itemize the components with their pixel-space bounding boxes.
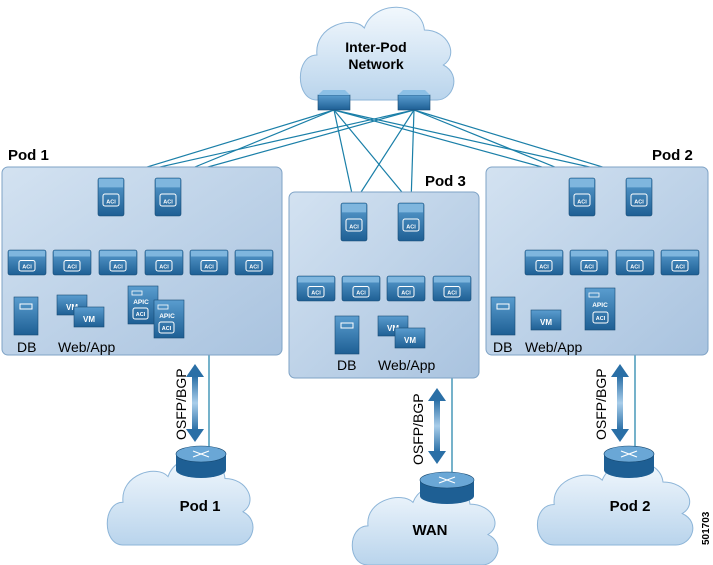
pod1-spine-switch-1: ACI	[97, 177, 125, 217]
ipn-spine-link	[333, 109, 355, 204]
aci-badge: ACI	[584, 265, 594, 271]
svg-text:APIC: APIC	[133, 299, 149, 306]
svg-text:VM: VM	[66, 303, 78, 312]
ipn-spine-link	[333, 109, 412, 204]
figure-id: 501703	[701, 511, 712, 545]
pod2-leaf-switch-4: ACI	[660, 249, 700, 276]
svg-text:ACI: ACI	[162, 326, 172, 332]
pod1-leaf-switch-3: ACI	[98, 249, 138, 276]
pod2-vm	[530, 309, 562, 331]
pod1-vm-stack: VM VM	[56, 294, 105, 328]
pod1-leaf-switch-1: ACI	[7, 249, 47, 276]
aci-badge: ACI	[67, 265, 77, 271]
aci-badge: ACI	[22, 265, 32, 271]
pod2-leaf-switch-3: ACI	[615, 249, 655, 276]
pod3-spine-switch-1: ACI	[340, 202, 368, 242]
pod2-db-label: DB	[493, 339, 512, 355]
pod3-webapp-label: Web/App	[378, 357, 436, 373]
pod3-vm-stack: VM VM	[377, 315, 426, 349]
protocol-label-pod1: OSFP/BGP	[173, 368, 189, 440]
ipn-label-line1: Inter-Pod	[345, 39, 406, 55]
ipn-cloud	[299, 6, 455, 101]
pod3-leaf-switch-1: ACI	[296, 275, 336, 302]
pod1-webapp-label: Web/App	[58, 339, 116, 355]
ipn-spine-link	[410, 109, 415, 204]
aci-badge: ACI	[204, 265, 214, 271]
svg-text:VM: VM	[404, 336, 416, 345]
aci-badge: ACI	[577, 199, 587, 205]
pod3-leaf-switch-2: ACI	[341, 275, 381, 302]
pod3-leaf-switch-4: ACI	[432, 275, 472, 302]
pod2-db-server	[490, 296, 516, 336]
ext-wan-router	[419, 471, 475, 504]
ext-wan-label: WAN	[413, 522, 448, 539]
pod1-spine-switch-2: ACI	[154, 177, 182, 217]
pod1-apic-stack: APIC ACI APIC ACI	[127, 285, 185, 339]
aci-badge: ACI	[539, 265, 549, 271]
pod2-webapp-label: Web/App	[525, 339, 583, 355]
ipn-label-line2: Network	[348, 56, 403, 72]
ext-pod2-router	[603, 445, 655, 478]
pod1-leaf-switch-5: ACI	[189, 249, 229, 276]
pod2-label: Pod 2	[652, 147, 693, 164]
aci-badge: ACI	[311, 291, 321, 297]
aci-badge: ACI	[630, 265, 640, 271]
aci-badge: ACI	[675, 265, 685, 271]
ipn-switch-1	[317, 90, 351, 111]
protocol-label-pod2: OSFP/BGP	[593, 368, 609, 440]
pod3-label: Pod 3	[425, 173, 466, 190]
pod3-db-label: DB	[337, 357, 356, 373]
pod1-db-server	[13, 296, 39, 336]
aci-badge: ACI	[113, 265, 123, 271]
protocol-label-wan: OSFP/BGP	[410, 393, 426, 465]
aci-badge: ACI	[401, 291, 411, 297]
wan-protocol-arrow	[428, 388, 446, 464]
aci-badge: ACI	[159, 265, 169, 271]
aci-badge: ACI	[163, 199, 173, 205]
pod1-leaf-switch-2: ACI	[52, 249, 92, 276]
pod2-leaf-switch-2: ACI	[569, 249, 609, 276]
ipn-switch-2	[397, 90, 431, 111]
svg-text:APIC: APIC	[159, 313, 175, 320]
pod2-protocol-arrow	[611, 364, 629, 442]
pod1-protocol-arrow	[186, 364, 204, 442]
pod3-db-server	[334, 315, 360, 355]
pod2-spine-switch-2: ACI	[625, 177, 653, 217]
pod2-leaf-switch-1: ACI	[524, 249, 564, 276]
ext-pod1-label: Pod 1	[180, 498, 221, 515]
aci-badge: ACI	[349, 224, 359, 230]
pod1-leaf-switch-6: ACI	[234, 249, 274, 276]
pod2-vm-label: VM	[540, 318, 552, 327]
pod1-leaf-switch-4: ACI	[144, 249, 184, 276]
aci-badge: ACI	[356, 291, 366, 297]
aci-badge: ACI	[106, 199, 116, 205]
pod3-leaf-switch-3: ACI	[386, 275, 426, 302]
pod1-db-label: DB	[17, 339, 36, 355]
svg-text:APIC: APIC	[592, 302, 608, 309]
pod1-label: Pod 1	[8, 147, 49, 164]
svg-text:VM: VM	[83, 315, 95, 324]
pod2-spine-switch-1: ACI	[568, 177, 596, 217]
ext-pod1-router	[175, 445, 227, 478]
aci-badge: ACI	[249, 265, 259, 271]
svg-text:ACI: ACI	[596, 316, 606, 322]
pod3-spine-switch-2: ACI	[397, 202, 425, 242]
aci-badge: ACI	[406, 224, 416, 230]
svg-text:ACI: ACI	[136, 312, 146, 318]
aci-badge: ACI	[447, 291, 457, 297]
pod2-apic: APIC ACI	[584, 287, 616, 331]
svg-text:VM: VM	[387, 324, 399, 333]
ext-pod2-label: Pod 2	[610, 498, 651, 515]
aci-badge: ACI	[634, 199, 644, 205]
